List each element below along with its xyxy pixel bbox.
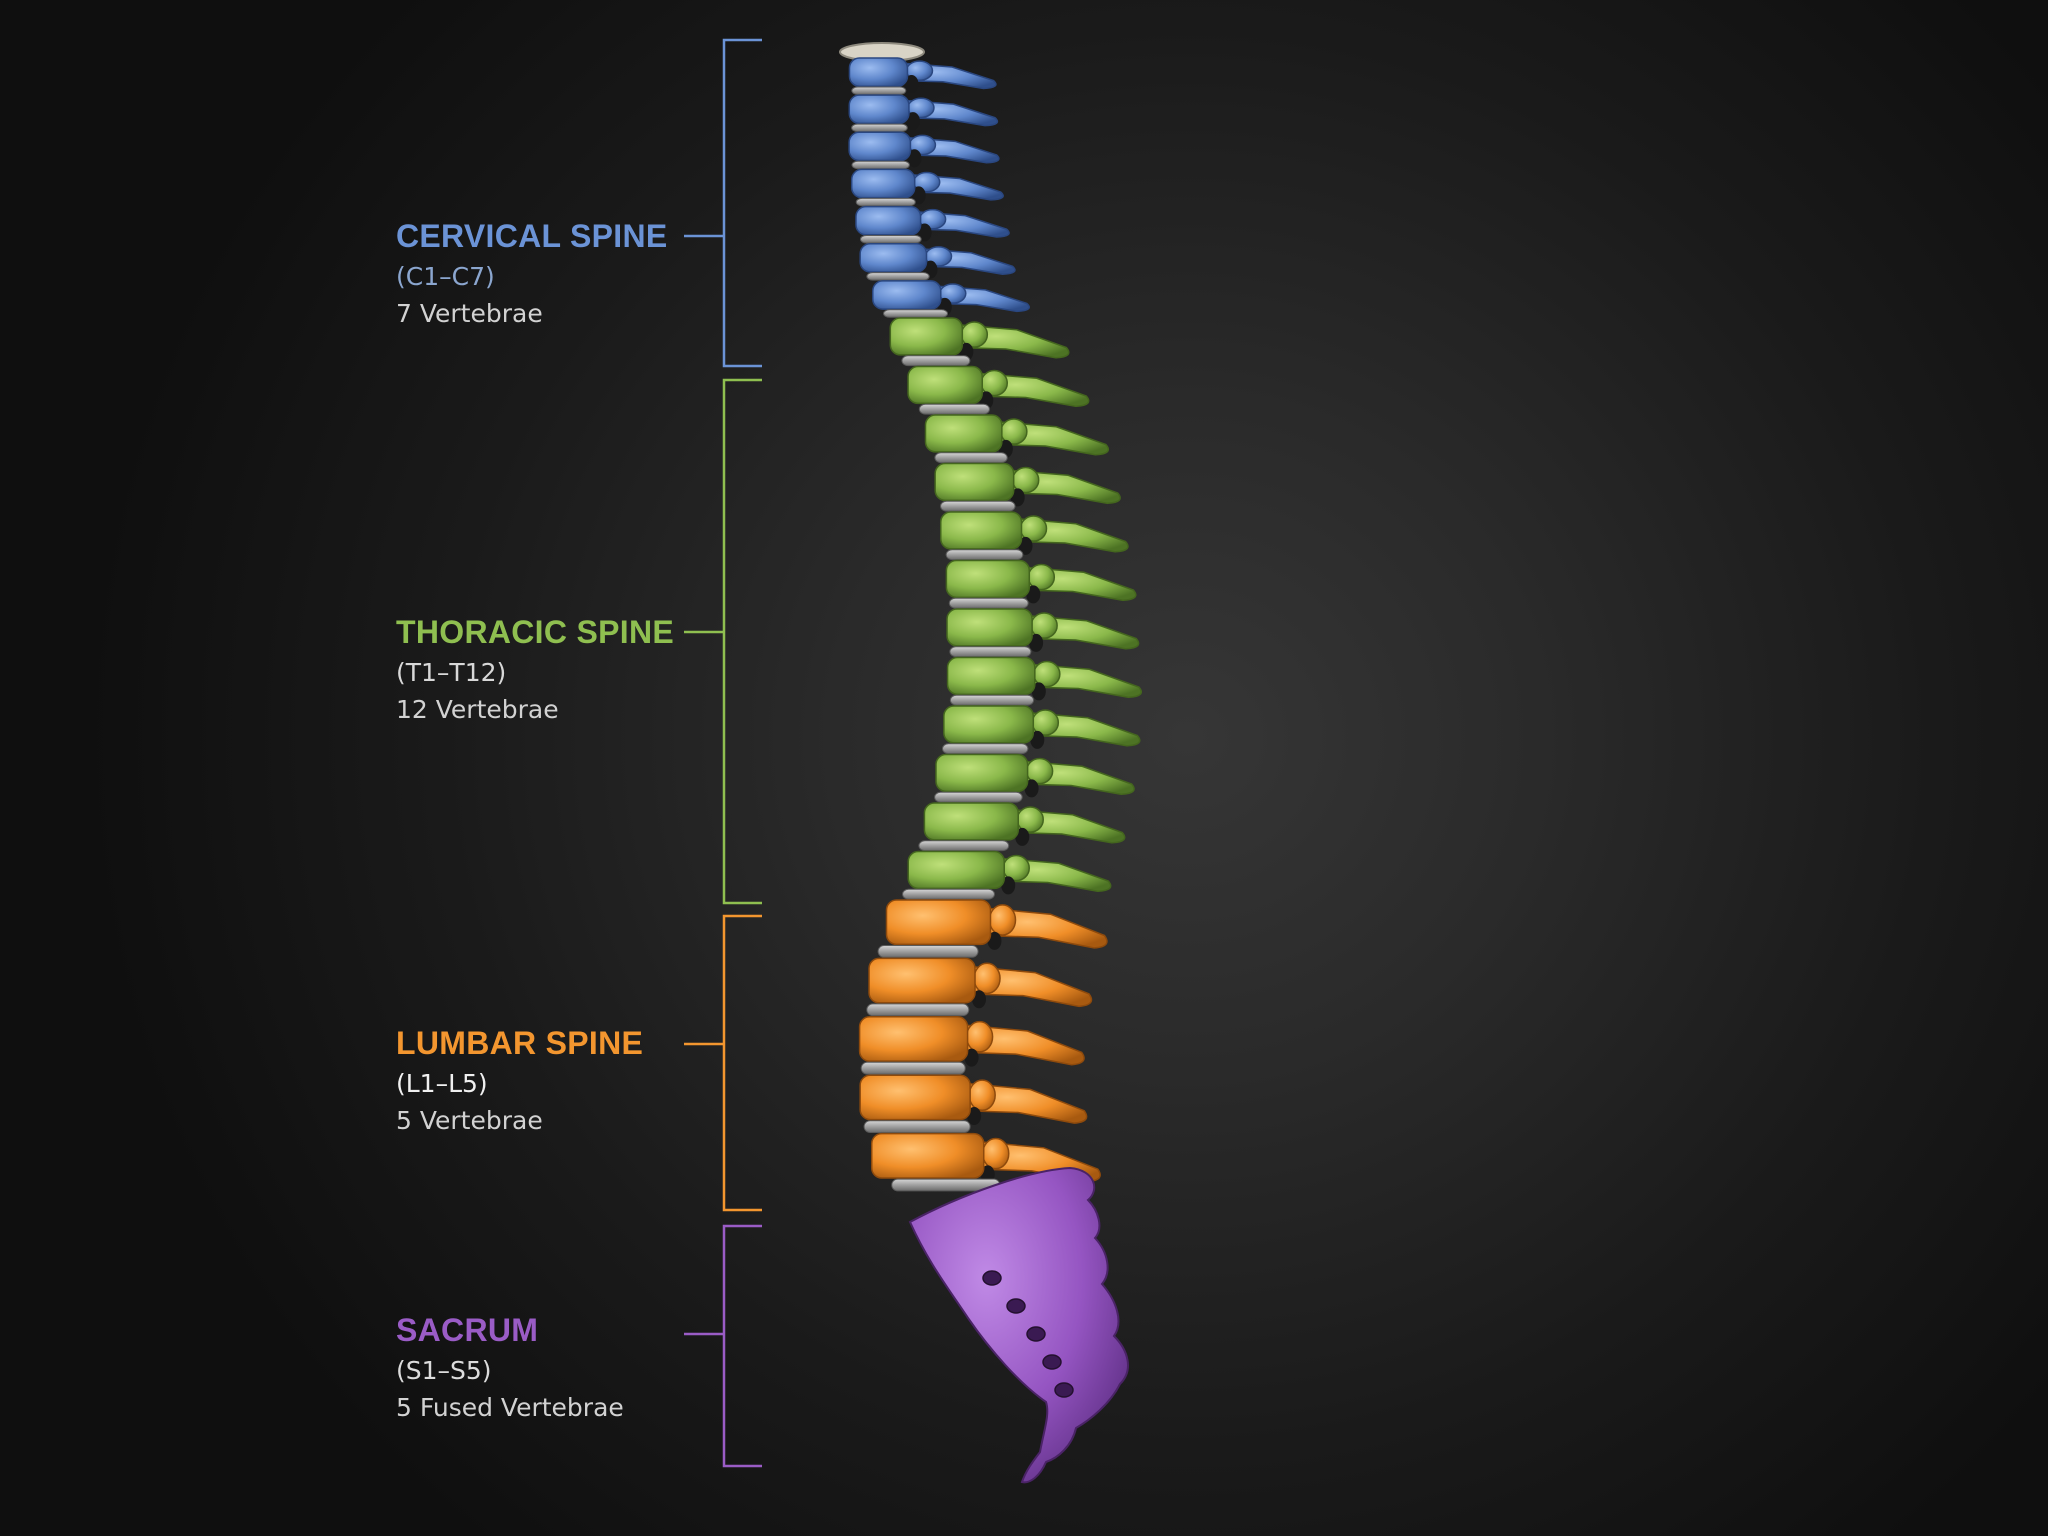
thoracic-vertebra-2-disc	[918, 403, 991, 415]
lumbar-vertebra-1-disc	[877, 945, 979, 958]
sacrum-bracket	[722, 1224, 762, 1468]
thoracic-vertebra-12-disc	[902, 888, 996, 900]
label-lumbar-spine: LUMBAR SPINE (L1–L5) 5 Vertebrae	[396, 1025, 696, 1139]
lumbar-vertebra-1-facet	[988, 904, 1017, 936]
cervical-vertebra-5-body	[855, 205, 922, 236]
thoracic-vertebra-7-foramen	[1029, 633, 1044, 652]
thoracic-vertebra-8-body	[946, 656, 1036, 696]
thoracic-vertebra-10-body	[935, 753, 1029, 793]
sacral-foramen-2	[1006, 1298, 1026, 1314]
sacral-foramen-1	[982, 1270, 1002, 1286]
lumbar-vertebra-3-body	[858, 1016, 969, 1062]
thoracic-vertebra-1-disc	[901, 355, 971, 367]
thoracic-vertebra-3-body	[924, 414, 1003, 453]
thoracic-bracket	[722, 378, 762, 905]
region-brackets	[684, 38, 762, 1468]
thoracic-vertebra-4-body	[934, 462, 1015, 502]
thoracic-vertebra-6-disc	[948, 597, 1029, 609]
thoracic-vertebra-9-foramen	[1030, 730, 1045, 749]
thoracic-vertebra-5-body	[940, 511, 1023, 550]
thoracic-vertebra-5-disc	[945, 549, 1024, 561]
sacral-foramen-3	[1026, 1326, 1046, 1342]
lumbar-vertebra-2-facet	[973, 962, 1001, 995]
lumbar-vertebra-4-body	[859, 1074, 971, 1121]
label-thoracic-spine: THORACIC SPINE (T1–T12) 12 Vertebrae	[396, 614, 696, 728]
thoracic-vertebra-9-body	[943, 705, 1035, 744]
sacral-foramina	[982, 1270, 1074, 1398]
cervical-vertebra-2-disc	[851, 123, 908, 133]
lumbar-vertebra-4-facet	[968, 1079, 996, 1112]
thoracic-vertebra-4-disc	[940, 500, 1016, 512]
thoracic-vertebra-10-disc	[934, 791, 1023, 803]
lumbar-vertebra-3-facet	[965, 1020, 994, 1053]
sacrum-title: SACRUM	[396, 1312, 539, 1348]
thoracic-vertebra-11-body	[923, 802, 1019, 841]
vertebral-column	[839, 42, 1142, 1192]
thoracic-vertebra-11-disc	[918, 840, 1010, 852]
cervical-vertebra-4-disc	[855, 197, 916, 207]
lumbar-vertebra-4-disc	[863, 1120, 971, 1133]
cervical-vertebra-4-body	[850, 168, 916, 199]
thoracic-vertebra-9-disc	[941, 743, 1029, 755]
cervical-vertebra-6-disc	[866, 272, 930, 281]
cervical-bracket	[722, 38, 762, 368]
cervical-vertebra-5-foramen	[917, 223, 932, 242]
cervical-vertebra-1-foramen	[904, 74, 919, 93]
cervical-vertebra-3-disc	[851, 160, 910, 170]
thoracic-vertebra-7-body	[946, 608, 1033, 647]
cervical-count: 7 Vertebrae	[396, 299, 543, 328]
thoracic-vertebra-4-foramen	[1010, 488, 1025, 507]
cervical-vertebra-5-disc	[859, 235, 922, 244]
thoracic-vertebra-8-foramen	[1031, 682, 1046, 701]
lumbar-vertebra-2-disc	[866, 1003, 970, 1017]
lumbar-vertebra-2-body	[868, 957, 976, 1004]
cervical-vertebra-4-foramen	[911, 186, 926, 205]
sacrum-count: 5 Fused Vertebrae	[396, 1393, 624, 1422]
cervical-vertebra-7-disc	[883, 309, 949, 318]
cervical-vertebra-3-foramen	[907, 149, 922, 168]
thoracic-vertebra-6-foramen	[1026, 585, 1041, 604]
sacrum-range: (S1–S5)	[396, 1356, 492, 1385]
cervical-title: CERVICAL SPINE	[396, 218, 668, 254]
sacral-foramen-4	[1042, 1354, 1062, 1370]
lumbar-title: LUMBAR SPINE	[396, 1025, 644, 1061]
label-sacrum: SACRUM (S1–S5) 5 Fused Vertebrae	[396, 1312, 696, 1426]
sacral-foramen-5	[1054, 1382, 1074, 1398]
cervical-vertebra-1-body	[848, 57, 909, 87]
sacrum-bone	[908, 1166, 1129, 1484]
thoracic-vertebra-10-foramen	[1024, 779, 1039, 798]
label-cervical-spine: CERVICAL SPINE (C1–C7) 7 Vertebrae	[396, 218, 696, 332]
thoracic-vertebra-12-foramen	[1001, 876, 1016, 895]
cervical-vertebra-6-body	[859, 242, 928, 273]
cervical-vertebra-3-body	[848, 131, 912, 162]
thoracic-vertebra-12-body	[907, 850, 1005, 890]
lumbar-vertebra-3-disc	[860, 1061, 966, 1075]
cervical-range: (C1–C7)	[396, 262, 495, 291]
cervical-vertebra-2-body	[848, 94, 910, 125]
lumbar-vertebra-1-body	[885, 899, 992, 946]
thoracic-vertebra-7-disc	[949, 646, 1032, 658]
thoracic-vertebra-6-body	[945, 559, 1031, 599]
thoracic-vertebra-8-disc	[949, 694, 1035, 706]
cervical-vertebra-2-foramen	[905, 112, 920, 131]
thoracic-title: THORACIC SPINE	[396, 614, 674, 650]
thoracic-vertebra-3-disc	[934, 452, 1008, 464]
thoracic-range: (T1–T12)	[396, 658, 507, 687]
thoracic-vertebra-5-foramen	[1018, 536, 1033, 555]
cervical-vertebra-1-disc	[851, 86, 907, 95]
thoracic-vertebra-2-body	[907, 365, 983, 405]
thoracic-count: 12 Vertebrae	[396, 695, 559, 724]
lumbar-bracket	[722, 914, 762, 1212]
thoracic-vertebra-1-body	[889, 317, 964, 356]
lumbar-range: (L1–L5)	[396, 1069, 488, 1098]
lumbar-count: 5 Vertebrae	[396, 1106, 543, 1135]
lumbar-vertebra-5-facet	[981, 1137, 1010, 1170]
thoracic-vertebra-11-foramen	[1015, 827, 1030, 846]
cervical-vertebra-7-body	[872, 280, 942, 310]
lumbar-vertebra-5-body	[870, 1132, 985, 1179]
